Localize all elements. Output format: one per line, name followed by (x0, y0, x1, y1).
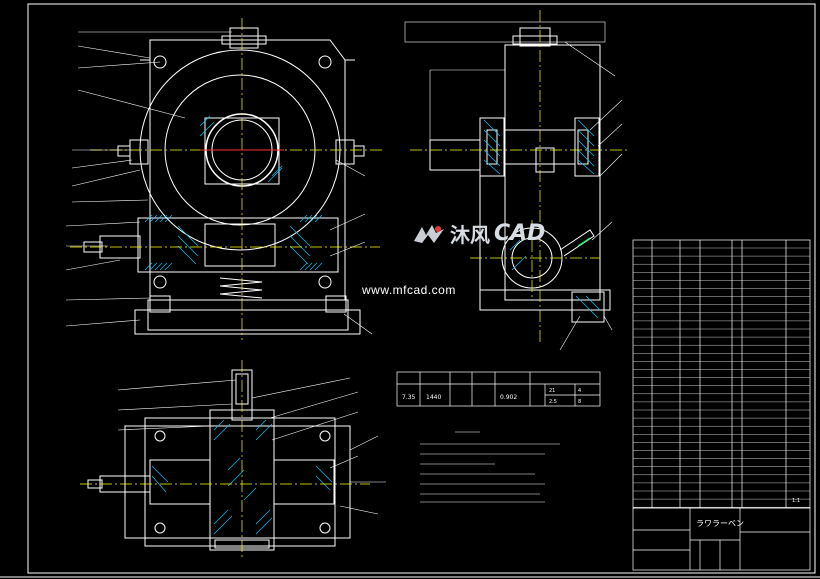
front-view-centerlines (70, 18, 385, 340)
technical-notes (420, 431, 560, 503)
param-extra-d: 8 (578, 399, 581, 405)
brand-name-cn: 沐风 (450, 223, 490, 247)
param-speed: 1440 (426, 394, 441, 401)
title-block-scale: 1:1 (792, 498, 800, 504)
parts-list-rows (633, 247, 810, 508)
top-view-centerlines (80, 360, 370, 560)
title-block (632, 507, 811, 571)
drawing-frame (27, 3, 816, 574)
param-extra-b: 4 (578, 388, 581, 394)
brand-icon (414, 224, 444, 243)
top-view-leaders (117, 377, 386, 515)
watermark-logo: 沐风 CAD (412, 219, 545, 248)
front-view (83, 27, 365, 335)
side-view-centerlines (410, 10, 630, 345)
top-view (87, 369, 351, 551)
side-view (404, 21, 611, 323)
title-block-name: ラワラーベン (696, 519, 744, 528)
front-view-hatch (144, 115, 323, 271)
watermark-site-url: www.mfcad.com (362, 283, 456, 297)
param-efficiency: 0.902 (500, 394, 517, 401)
front-view-leaders (65, 31, 373, 335)
brand-name-en: CAD (494, 221, 546, 246)
side-view-leaders (429, 41, 623, 351)
param-extra-a: 21 (549, 388, 555, 394)
param-power: 7.35 (402, 394, 416, 401)
parameter-table (396, 371, 601, 407)
side-view-green (577, 237, 591, 247)
top-view-hatch (151, 419, 333, 535)
param-extra-c: 2.5 (549, 399, 557, 405)
side-view-hatch (483, 119, 601, 319)
